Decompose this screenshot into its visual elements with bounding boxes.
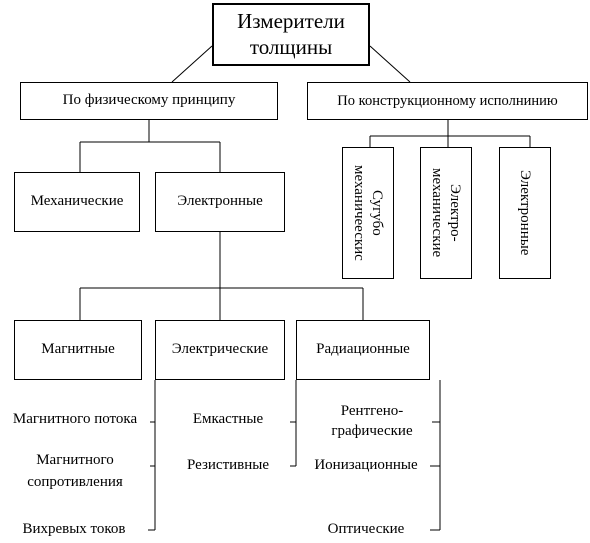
magnetic-node: Магнитные [14,320,142,380]
design-item-mechanical: Сугубо механичеескис [342,147,394,279]
magnetic-item-resistance: Магнитного сопротивления [0,450,150,494]
radiation-node: Радиационные [296,320,430,380]
electric-node: Электрические [155,320,285,380]
radiation-item-optical: Оптические [304,519,428,541]
design-item-electromechanical: Электро-механические [420,147,472,279]
radiation-item-xray: Рентгено-графические [312,401,432,442]
mechanical-node: Механические [14,172,140,232]
physical-principle-node: По физическому принципу [20,82,278,120]
magnetic-item-resistance-label: Магнитного сопротивления [27,452,123,490]
radiation-item-ionization: Ионизационные [304,455,428,477]
magnetic-item-flux: Магнитного потока [0,409,150,431]
magnetic-item-eddy: Вихревых токов [4,519,144,541]
design-item-electromechanical-label: Электро-механические [429,168,463,258]
design-item-mechanical-label: Сугубо механичеескис [351,165,385,261]
electronic-node: Электронные [155,172,285,232]
design-item-electronic-label: Электронные [517,170,533,256]
electric-item-resistive: Резистивные [170,455,286,477]
root-node: Измерители толщины [212,3,370,66]
electric-item-capacitive: Емкастные [170,409,286,431]
design-item-electronic: Электронные [499,147,551,279]
radiation-item-xray-label: Рентгено-графические [331,403,413,440]
design-node: По конструкционному исполнинию [307,82,588,120]
